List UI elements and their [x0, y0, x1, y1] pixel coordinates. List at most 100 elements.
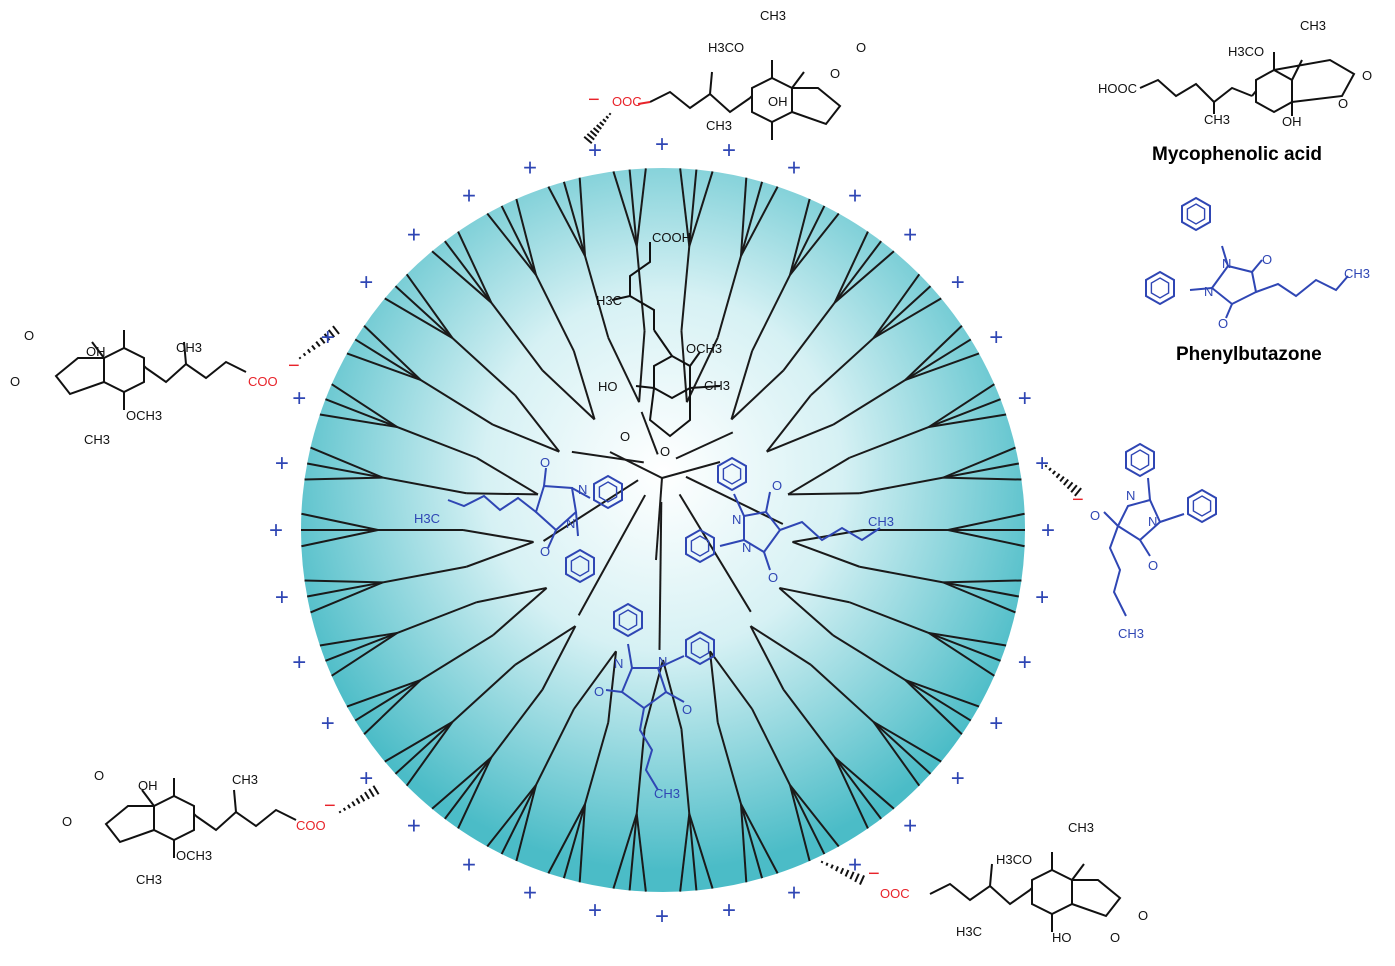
atom-label: O: [1110, 930, 1120, 945]
benzene-ring: [1187, 488, 1217, 524]
dendrimer-branch: [859, 565, 1020, 598]
atom-label: CH3: [1204, 112, 1230, 127]
dendrimer-branch: [679, 168, 691, 247]
benzene-ring: [1181, 196, 1211, 232]
dendrimer-branch: [325, 398, 477, 459]
atom-label: O: [24, 328, 34, 343]
dendrimer-branch: [607, 337, 641, 403]
dendrimer-branch: [562, 181, 610, 338]
dendrimer-branch: [331, 383, 398, 428]
atom-label: O: [682, 702, 692, 717]
atom-label: OH: [768, 94, 788, 109]
atom-label: O: [94, 768, 104, 783]
dendrimer-branch: [942, 581, 1016, 614]
dendrimer-branch: [709, 650, 753, 710]
atom-label: −: [868, 863, 880, 885]
dendrimer-branch: [638, 330, 646, 403]
dendrimer-branch: [766, 423, 834, 453]
atom-label: N: [578, 482, 587, 497]
dendrimer-branch: [928, 383, 995, 428]
dendrimer-branch: [492, 587, 548, 637]
atom-label: O: [540, 544, 550, 559]
dendrimer-branch: [849, 601, 1001, 662]
positive-charge: +: [292, 385, 306, 412]
benzene-ring: [685, 528, 715, 564]
atom-label: CH3: [706, 118, 732, 133]
positive-charge: +: [269, 517, 283, 544]
dendrimer-branch: [612, 813, 638, 889]
atom-label: N: [742, 540, 751, 555]
atom-label: OOC: [880, 886, 910, 901]
atom-label: H3C: [414, 511, 440, 526]
atom-label: O: [830, 66, 840, 81]
dendrimer-branch: [832, 634, 972, 722]
dendrimer-branch: [787, 456, 851, 496]
dendrimer-branch: [500, 205, 575, 352]
atom-label: N: [1126, 488, 1135, 503]
atom-label: COO: [296, 818, 326, 833]
dendrimer-branch: [833, 757, 869, 829]
positive-charge: +: [292, 649, 306, 676]
atom-label: O: [856, 40, 866, 55]
positive-charge: +: [462, 183, 476, 210]
dendrimer-branch: [658, 501, 663, 650]
atom-label: CH3: [1118, 626, 1144, 641]
dendrimer-branch: [578, 177, 587, 256]
atom-label: N: [1222, 256, 1231, 271]
dendrimer-sphere: [301, 168, 1025, 892]
atom-label: CH3: [1300, 18, 1326, 33]
positive-charge: +: [722, 137, 736, 164]
dendrimer-branch: [833, 231, 869, 303]
dendrimer-branch: [730, 369, 785, 421]
dendrimer-branch: [679, 813, 691, 892]
dendrimer-branch: [810, 664, 932, 775]
dendrimer-branch: [384, 721, 453, 763]
dendrimer-branch: [739, 177, 748, 256]
atom-label: O: [660, 444, 670, 459]
dendrimer-branch: [904, 352, 980, 381]
encapsulated-mycophenolic-acid: [611, 242, 721, 438]
atom-label: O: [1218, 316, 1228, 331]
dendrimer-branch: [306, 565, 467, 598]
positive-charge: +: [407, 221, 421, 248]
dendrimer-branch: [688, 171, 714, 247]
atom-label: −: [288, 355, 300, 377]
dendrimer-branch: [904, 679, 980, 708]
phenylbutazone-molecule: [719, 491, 881, 571]
dendrimer-branch: [319, 631, 398, 647]
benzene-ring: [717, 456, 747, 492]
dendrimer-branch: [354, 634, 494, 722]
positive-charge: +: [321, 710, 335, 737]
positive-charge: +: [359, 269, 373, 296]
dendrimer-branch: [514, 394, 561, 453]
dendrimer-branch: [547, 803, 586, 874]
atom-label: CH3: [1068, 820, 1094, 835]
dendrimer-branch: [541, 369, 596, 421]
dendrimer-branch: [749, 625, 785, 691]
dendrimer-branch: [578, 804, 587, 883]
dendrimer-branch: [541, 625, 577, 691]
atom-label: O: [620, 429, 630, 444]
dendrimer-branch: [431, 756, 492, 810]
dendrimer-branch: [486, 784, 537, 848]
legend-mycophenolic-acid-structure: [1139, 52, 1356, 116]
dendrimer-branch: [457, 757, 493, 829]
dendrimer-branch: [685, 475, 784, 525]
dendrimer-branch: [859, 462, 1020, 495]
positive-charge: +: [722, 897, 736, 924]
atom-label: H3CO: [996, 852, 1032, 867]
dendrimer-branch: [363, 325, 422, 381]
dendrimer-branch: [716, 181, 764, 338]
dendrimer-branch: [834, 756, 895, 810]
atom-label: O: [1262, 252, 1272, 267]
positive-charge: +: [903, 813, 917, 840]
mycophenolic-acid-molecule: [649, 60, 842, 140]
atom-label: O: [540, 455, 550, 470]
dendrimer-branch: [486, 212, 537, 276]
dendrimer-branch: [904, 325, 963, 381]
benzene-ring: [685, 630, 715, 666]
phenylbutazone-molecule: [1103, 477, 1185, 617]
legend-hooc: HOOC: [1098, 81, 1137, 96]
dendrimer-branch: [607, 651, 618, 723]
dendrimer-branch: [405, 273, 454, 339]
